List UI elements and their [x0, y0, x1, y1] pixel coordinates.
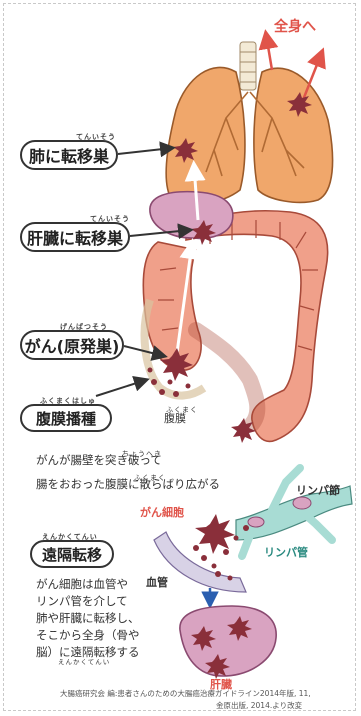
arrow-peritoneal — [96, 380, 146, 396]
distant-desc-line-3: 肺や肝臓に転移し、 — [36, 610, 140, 627]
distant-desc: がん細胞は血管や リンパ管を介して 肺や肝臓に転移し、 そこから全身（骨や 脳）… — [36, 576, 140, 661]
primary-tumor-ruby: げんぱつそう — [60, 322, 108, 332]
liver-metastasis-text: 肝臓に転移巣 — [27, 225, 123, 249]
lung-metastasis-text: 肺に転移巣 — [29, 143, 109, 167]
liver-metastasis-label: てんいそう 肝臓に転移巣 — [20, 222, 130, 252]
lung-metastasis-ruby: てんいそう — [76, 132, 116, 142]
peritoneal-dissemination-text: 腹膜播種 — [36, 408, 96, 429]
cancer-cell-label: がん細胞 — [140, 504, 184, 520]
blood-vessel-label: 血管 — [146, 574, 168, 590]
distant-metastasis-ruby: えんかくてんい — [42, 532, 98, 542]
distant-desc-line-4: そこから全身（骨や — [36, 627, 140, 644]
liver-metastasis-ruby: てんいそう — [90, 214, 130, 224]
liver-lower-organ — [180, 606, 276, 676]
source-line-1: 大腸癌研究会 編:患者さんのための大腸癌治療ガイドライン2014年版, 11, — [60, 688, 311, 700]
lymph-node-label: リンパ節 — [296, 482, 340, 498]
distant-desc-ruby: えんかくてんい — [58, 654, 110, 671]
to-whole-body-label: 全身へ — [274, 16, 316, 36]
lung-metastasis-label: てんいそう 肺に転移巣 — [20, 140, 118, 170]
distant-metastasis-label: えんかくてんい 遠隔転移 — [30, 540, 114, 568]
source-line-2: 金原出版, 2014.より改変 — [216, 700, 302, 712]
to-body-arrow-left — [266, 34, 272, 70]
peritoneal-desc-1: がんが腸壁を突き破って — [36, 452, 162, 469]
distant-metastasis-text: 遠隔転移 — [42, 544, 102, 565]
peritoneal-dissemination-label: ふくまくはしゅ 腹膜播種 — [20, 404, 112, 432]
lymph-vessel-label: リンパ管 — [264, 544, 308, 560]
primary-tumor-label: げんぱつそう がん(原発巣) — [20, 330, 124, 360]
distant-desc-line-1: がん細胞は血管や — [36, 576, 140, 593]
peritoneum-label: 腹膜 — [164, 410, 186, 427]
peritoneal-desc-2: 腸をおおった腹膜に散らばり広がる — [36, 476, 220, 493]
primary-tumor-text: がん(原発巣) — [25, 333, 120, 357]
peritoneal-dissemination-ruby: ふくまくはしゅ — [40, 396, 96, 406]
liver-organ — [150, 192, 233, 239]
arrow-lung-meta — [118, 148, 172, 154]
distant-desc-line-2: リンパ管を介して — [36, 593, 140, 610]
trachea — [240, 42, 256, 90]
